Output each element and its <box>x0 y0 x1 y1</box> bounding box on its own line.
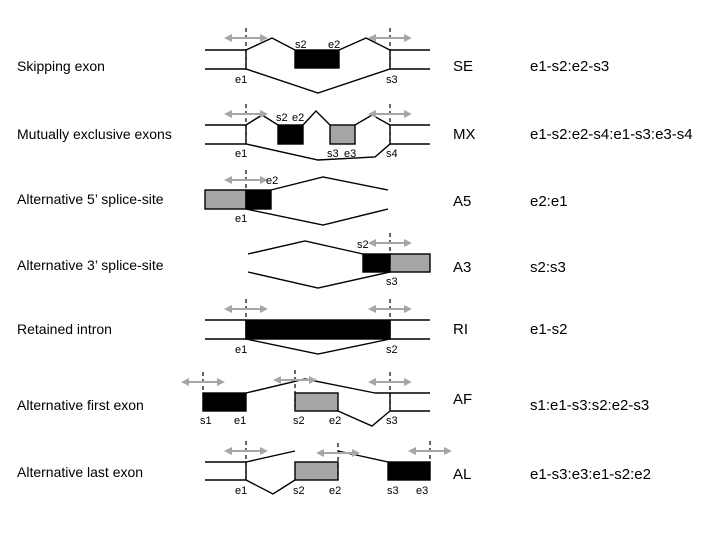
site-label: e2 <box>329 415 341 427</box>
site-label: e1 <box>235 485 247 497</box>
row-retained-intron: Retained intron e1 s2 RI e1-s2 <box>17 299 568 356</box>
site-label: s2 <box>293 415 305 427</box>
site-label: s2 <box>295 39 307 51</box>
site-label: e2 <box>266 175 278 187</box>
site-label: s2 <box>293 485 305 497</box>
site-label: s3 <box>386 74 398 86</box>
site-label: e3 <box>416 485 428 497</box>
alternative-exon-part <box>204 189 247 210</box>
event-name: Skipping exon <box>17 58 105 74</box>
skipped-exon <box>294 49 340 69</box>
row-alternative-5-splice-site: Alternative 5’ splice-site e2 e1 A5 e2:e… <box>17 170 568 226</box>
gene-model-se <box>205 28 430 94</box>
site-label: s1 <box>200 415 212 427</box>
event-code: RI <box>453 321 468 338</box>
event-id: e1-s2 <box>530 321 568 338</box>
row-alternative-first-exon: Alternative first exon s1 e1 s2 e2 s3 AF… <box>17 370 649 427</box>
event-id: e1-s2:e2-s4:e1-s3:e3-s4 <box>530 126 693 143</box>
alternative-exon-part <box>389 253 431 273</box>
event-id: s2:s3 <box>530 259 566 276</box>
event-id: s1:e1-s3:s2:e2-s3 <box>530 397 649 414</box>
event-code: MX <box>453 126 476 143</box>
row-mutually-exclusive-exons: Mutually exclusive exons s2 e2 e1 s3 e3 … <box>17 104 693 161</box>
last-exon-1 <box>294 461 339 481</box>
event-code: SE <box>453 58 473 75</box>
event-code: AF <box>453 391 472 408</box>
site-label: e1 <box>235 213 247 225</box>
site-label: e2 <box>292 112 304 124</box>
event-code: A5 <box>453 193 471 210</box>
site-label: s2 <box>276 112 288 124</box>
site-label: e3 <box>344 148 356 160</box>
constitutive-exon-part <box>245 189 272 210</box>
site-label: e1 <box>235 148 247 160</box>
event-name: Alternative last exon <box>17 464 143 480</box>
gene-model-a3 <box>247 233 431 289</box>
constitutive-exon-part <box>362 253 391 273</box>
site-label: s3 <box>327 148 339 160</box>
retained-intron-region <box>245 319 391 340</box>
site-label: s3 <box>387 485 399 497</box>
site-label: e1 <box>235 344 247 356</box>
gene-model-al <box>205 441 453 495</box>
gene-model-mx <box>205 104 430 161</box>
first-exon-2 <box>294 392 339 412</box>
site-label: e1 <box>234 415 246 427</box>
event-code: A3 <box>453 259 471 276</box>
gene-model-a5 <box>204 170 389 226</box>
event-name: Alternative first exon <box>17 397 144 413</box>
event-name: Retained intron <box>17 321 112 337</box>
site-label: s4 <box>386 148 398 160</box>
gene-model-af <box>180 370 430 427</box>
row-skipping-exon: Skipping exon e1 s2 e2 s3 SE e1-s2:e2-s3 <box>17 28 609 94</box>
site-label: s3 <box>386 415 398 427</box>
site-label: e1 <box>235 74 247 86</box>
site-label: s3 <box>386 276 398 288</box>
row-alternative-last-exon: Alternative last exon e1 s2 e2 s3 e3 AL … <box>17 441 651 497</box>
site-label: e2 <box>329 485 341 497</box>
event-name: Alternative 3’ splice-site <box>17 257 164 273</box>
last-exon-2 <box>387 461 431 481</box>
event-id: e1-s2:e2-s3 <box>530 58 609 75</box>
event-name: Alternative 5’ splice-site <box>17 191 164 207</box>
event-code: AL <box>453 466 471 483</box>
site-label: e2 <box>328 39 340 51</box>
event-id: e1-s3:e3:e1-s2:e2 <box>530 466 651 483</box>
gene-model-ri <box>205 299 430 355</box>
row-alternative-3-splice-site: Alternative 3’ splice-site s2 s3 A3 s2:s… <box>17 233 566 289</box>
event-name: Mutually exclusive exons <box>17 126 172 142</box>
exclusive-exon-2 <box>329 124 356 145</box>
site-label: s2 <box>357 239 369 251</box>
exclusive-exon-1 <box>277 124 304 145</box>
site-label: s2 <box>386 344 398 356</box>
event-id: e2:e1 <box>530 193 568 210</box>
first-exon-1 <box>202 392 247 412</box>
